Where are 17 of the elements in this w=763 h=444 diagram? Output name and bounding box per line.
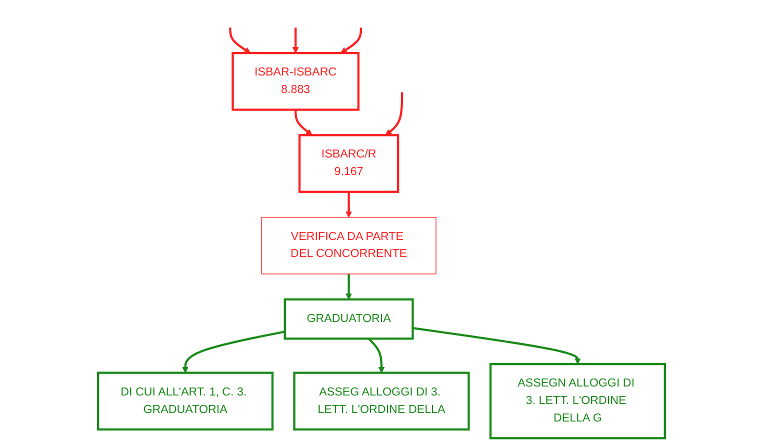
node-box: ASSEGN ALLOGGI DI 3. LETT. L'ORDINE DELLA G — [489, 362, 666, 440]
node-box: VERIFICA DA PARTE DEL CONCORRENTE — [261, 216, 436, 274]
arrow — [292, 28, 299, 54]
arrow — [294, 110, 312, 136]
arrow — [385, 92, 404, 136]
arrow — [182, 330, 286, 374]
arrow — [346, 274, 352, 300]
node-box: DI CUI ALL'ART. 1, C. 3. GRADUATORIA — [97, 372, 274, 431]
arrow — [340, 28, 362, 54]
node-box: ASSEG ALLOGGI DI 3. LETT. L'ORDINE DELLA — [293, 372, 470, 431]
node-box: ISBAR-ISBARC 8.883 — [232, 52, 360, 111]
arrow — [229, 28, 251, 54]
arrow — [412, 326, 581, 364]
arrow — [368, 338, 385, 374]
node-box: ISBARC/R 9.167 — [298, 134, 400, 193]
arrow — [346, 192, 352, 218]
node-box: GRADUATORIA — [284, 298, 414, 340]
